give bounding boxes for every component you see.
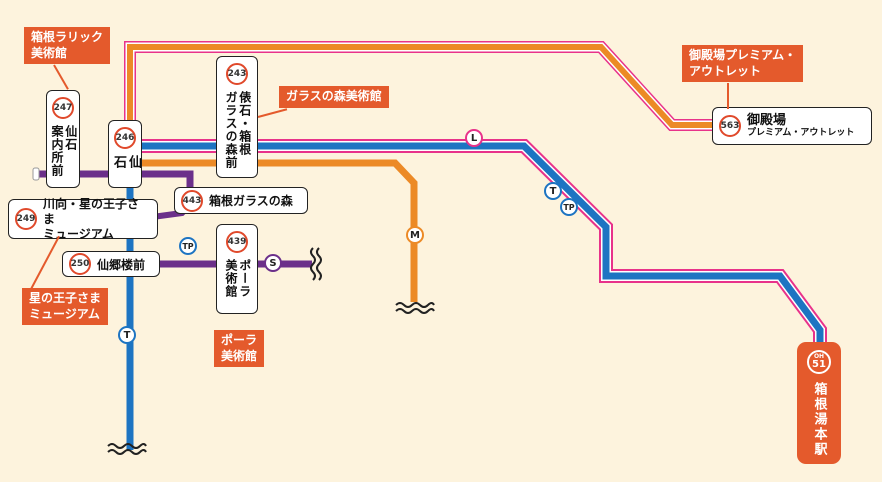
route-badge-t: T xyxy=(544,182,562,200)
bus-stop-249[interactable]: 249 川向・星の王子さま ミュージアム xyxy=(8,196,158,241)
bus-stop-246[interactable]: 246 仙石 xyxy=(108,120,142,188)
bus-stop-439[interactable]: 439 ポーラ 美術館 xyxy=(216,224,258,314)
stop-number-badge: 243 xyxy=(226,63,248,85)
route-badge-t: T xyxy=(118,326,136,344)
line-end-wave-icon xyxy=(310,247,322,281)
stop-number-badge: 439 xyxy=(226,231,248,253)
callout-gotemba-outlets: 御殿場プレミアム・ アウトレット xyxy=(682,45,804,83)
stop-name: 御殿場 xyxy=(747,112,787,128)
stop-number-badge: 246 xyxy=(114,127,136,149)
route-line-t xyxy=(130,142,824,342)
line-end-wave-icon xyxy=(395,302,435,314)
stop-number-badge: 563 xyxy=(719,115,741,137)
stop-name-line2: プレミアム・アウトレット xyxy=(747,128,855,139)
route-badge-s: S xyxy=(264,254,282,272)
stop-name: 仙石 xyxy=(111,155,141,169)
stop-name: ポーラ 美術館 xyxy=(224,259,252,298)
stop-name: 俵石・箱根 ガラスの森前 xyxy=(224,91,252,169)
route-badge-m: M xyxy=(406,226,424,244)
bus-stop-563[interactable]: 563 御殿場 プレミアム・アウトレット xyxy=(712,107,872,145)
bus-stop-243[interactable]: 243 俵石・箱根 ガラスの森前 xyxy=(216,56,258,178)
route-badge-tp: TP xyxy=(560,198,578,216)
stop-name: 箱根ガラスの森 xyxy=(209,194,293,208)
stop-number-badge: 249 xyxy=(15,208,37,230)
line-end-wave-icon xyxy=(107,443,147,455)
route-badge-l: L xyxy=(465,129,483,147)
terminal-hakone-yumoto[interactable]: OH 51 箱根湯本駅 xyxy=(797,342,841,464)
callout-pola-museum: ポーラ 美術館 xyxy=(214,330,265,368)
route-line-m xyxy=(130,159,418,302)
callout-little-prince-museum: 星の王子さま ミュージアム xyxy=(22,288,109,326)
route-line-s-upper xyxy=(36,170,194,188)
route-line-orange-gotemba xyxy=(127,44,715,178)
bus-stop-443[interactable]: 443 箱根ガラスの森 xyxy=(174,187,308,214)
stop-name: 仙郷楼前 xyxy=(97,257,146,272)
route-badge-tp: TP xyxy=(179,237,197,255)
station-number-icon: OH 51 xyxy=(807,350,831,374)
stop-number-badge: 443 xyxy=(181,189,203,212)
bus-stop-250[interactable]: 250 仙郷楼前 xyxy=(62,251,160,277)
stop-number-badge: 247 xyxy=(52,97,74,119)
stop-name: 川向・星の王子さま xyxy=(43,196,140,226)
bus-stop-247[interactable]: 247 仙石 案内所前 xyxy=(46,90,80,188)
terminal-name: 箱根湯本駅 xyxy=(811,382,827,457)
stop-name: 仙石 案内所前 xyxy=(50,125,78,177)
callout-pointer xyxy=(727,83,729,109)
line-end-cap xyxy=(32,167,40,181)
stop-number-badge: 250 xyxy=(69,253,91,275)
callout-glass-forest-museum: ガラスの森美術館 xyxy=(279,86,389,108)
stop-name-line2: ミュージアム xyxy=(43,226,114,241)
callout-lalique-museum: 箱根ラリック 美術館 xyxy=(24,27,111,65)
